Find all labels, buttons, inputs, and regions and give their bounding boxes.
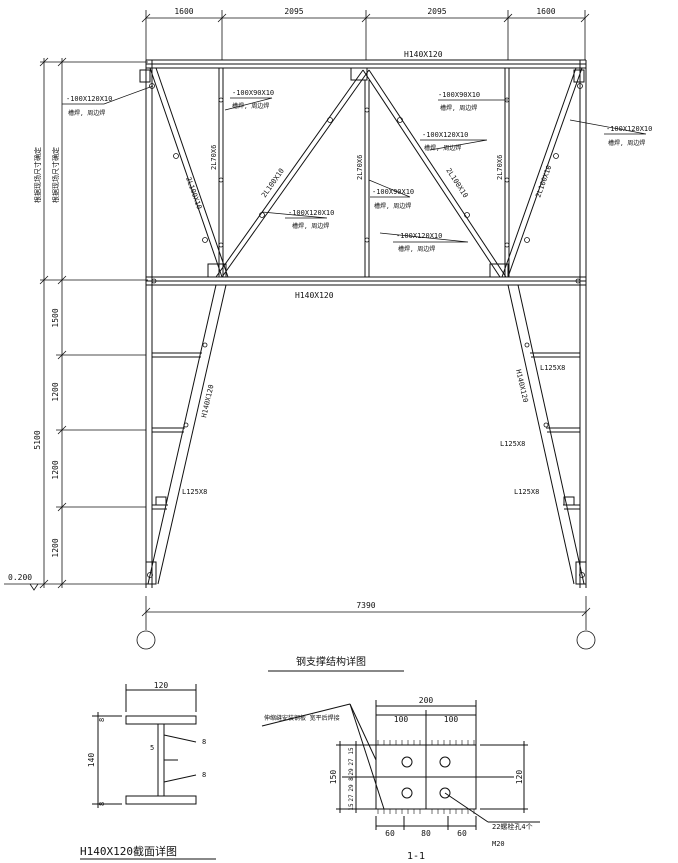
- vert-right-label: 2L70X6: [496, 155, 504, 180]
- h-weld-1: 8: [202, 738, 206, 746]
- angle-label-l3: L125X8: [182, 488, 207, 496]
- s11-dim-200: 200: [419, 696, 434, 705]
- h-section-title: H140X120截面详图: [80, 844, 177, 858]
- weld-note-4: 槽焊, 周边焊: [374, 202, 411, 210]
- brace-left-inner-label: 2L100X10: [260, 167, 286, 199]
- s11-vdim-4: 8: [348, 777, 355, 781]
- h-width-dim: 120: [154, 681, 169, 690]
- weld-note-7: 槽焊, 周边焊: [424, 144, 461, 152]
- plate-label-8: -100X120X10: [606, 125, 652, 133]
- h-web-dim: 5: [150, 744, 154, 752]
- section-1-1: [261, 700, 540, 830]
- s11-dim-120: 120: [515, 770, 524, 785]
- dim-top-4: 1600: [536, 7, 555, 16]
- s11-vdim-7: 15: [348, 803, 355, 811]
- bottom-dimension: [136, 596, 596, 650]
- section-1-1-hatch: [377, 740, 475, 814]
- elevation-label: 0.200: [8, 573, 32, 582]
- h-height-dim: 140: [87, 753, 96, 768]
- plate-label-6: -100X90X10: [438, 91, 480, 99]
- dim-total-height: 5100: [33, 430, 42, 449]
- h-section-detail: [92, 684, 197, 808]
- brace-right-inner-label: 2L100X10: [444, 167, 469, 200]
- dim-top-3: 2095: [427, 7, 446, 16]
- leaders: [62, 85, 647, 243]
- dim-left-1: 1500: [51, 308, 60, 327]
- vert-left-label: 2L70X6: [210, 145, 218, 170]
- s11-note: 伸缩缝安装钢板 宽平后焊接: [264, 714, 340, 722]
- dim-left-2: 1200: [51, 382, 60, 401]
- s11-dim-150: 150: [329, 770, 338, 785]
- h-flange-dim-top: 8: [98, 718, 106, 722]
- weld-note-2: 槽焊, 周边焊: [232, 102, 269, 110]
- vertical-note-1: 根据现场尺寸确定: [33, 147, 42, 203]
- dim-total-width: 7390: [356, 601, 375, 610]
- s11-bottom-2: 80: [421, 829, 431, 838]
- dim-top-1: 1600: [174, 7, 193, 16]
- bolt-marks: [147, 83, 585, 578]
- s11-vdim-2: 27: [348, 758, 355, 766]
- s11-bolt-note: 22螺栓孔4个: [492, 822, 533, 831]
- frame: [139, 59, 587, 588]
- vertical-note-2: 根据现场尺寸确定: [51, 147, 60, 203]
- h-flange-dim-bottom: 8: [98, 802, 106, 806]
- angle-label-r3: L125X8: [514, 488, 539, 496]
- plate-label-7: -100X120X10: [422, 131, 468, 139]
- s11-vdim-1: 15: [348, 747, 355, 755]
- angle-label-r1: L125X8: [540, 364, 565, 372]
- s11-vdim-6: 27: [348, 794, 355, 802]
- s11-bottom-1: 60: [385, 829, 395, 838]
- weld-note-8: 槽焊, 周边焊: [608, 139, 645, 147]
- dim-left-3: 1200: [51, 460, 60, 479]
- s11-dim-100b: 100: [444, 715, 459, 724]
- plate-label-3: -100X120X10: [288, 209, 334, 217]
- plate-label-2: -100X90X10: [232, 89, 274, 97]
- brace-right-outer-label: 2L100X10: [534, 164, 553, 198]
- weld-note-6: 槽焊, 周边焊: [440, 104, 477, 112]
- s11-vdim-5: 29: [348, 784, 355, 792]
- s11-vdim-3: 29: [348, 768, 355, 776]
- weld-note-1: 槽焊, 周边焊: [68, 109, 105, 117]
- angle-label-r2: L125X8: [500, 440, 525, 448]
- s11-bottom-3: 60: [457, 829, 467, 838]
- mid-beam-label: H140X120: [295, 291, 334, 300]
- s11-dim-100a: 100: [394, 715, 409, 724]
- dim-top-2: 2095: [284, 7, 303, 16]
- vert-center-label: 2L70X6: [356, 155, 364, 180]
- dim-left-4: 1200: [51, 538, 60, 557]
- s11-title: 1-1: [407, 851, 425, 862]
- s11-bolt: M20: [492, 840, 505, 848]
- top-beam-label: H140X120: [404, 50, 443, 59]
- h-weld-2: 8: [202, 771, 206, 779]
- plate-label-1: -100X120X10: [66, 95, 112, 103]
- weld-note-5: 槽焊, 周边焊: [398, 245, 435, 253]
- elevation-marker: [4, 583, 40, 591]
- main-title: 钢支撑结构详图: [296, 655, 366, 668]
- left-dimensions: [39, 57, 148, 589]
- weld-note-3: 槽焊, 周边焊: [292, 222, 329, 230]
- plate-label-5: -100X120X10: [396, 232, 442, 240]
- top-dimensions: [141, 10, 590, 60]
- plate-label-4: -100X90X10: [372, 188, 414, 196]
- brace-left-outer-label: 2L100X10: [184, 176, 203, 210]
